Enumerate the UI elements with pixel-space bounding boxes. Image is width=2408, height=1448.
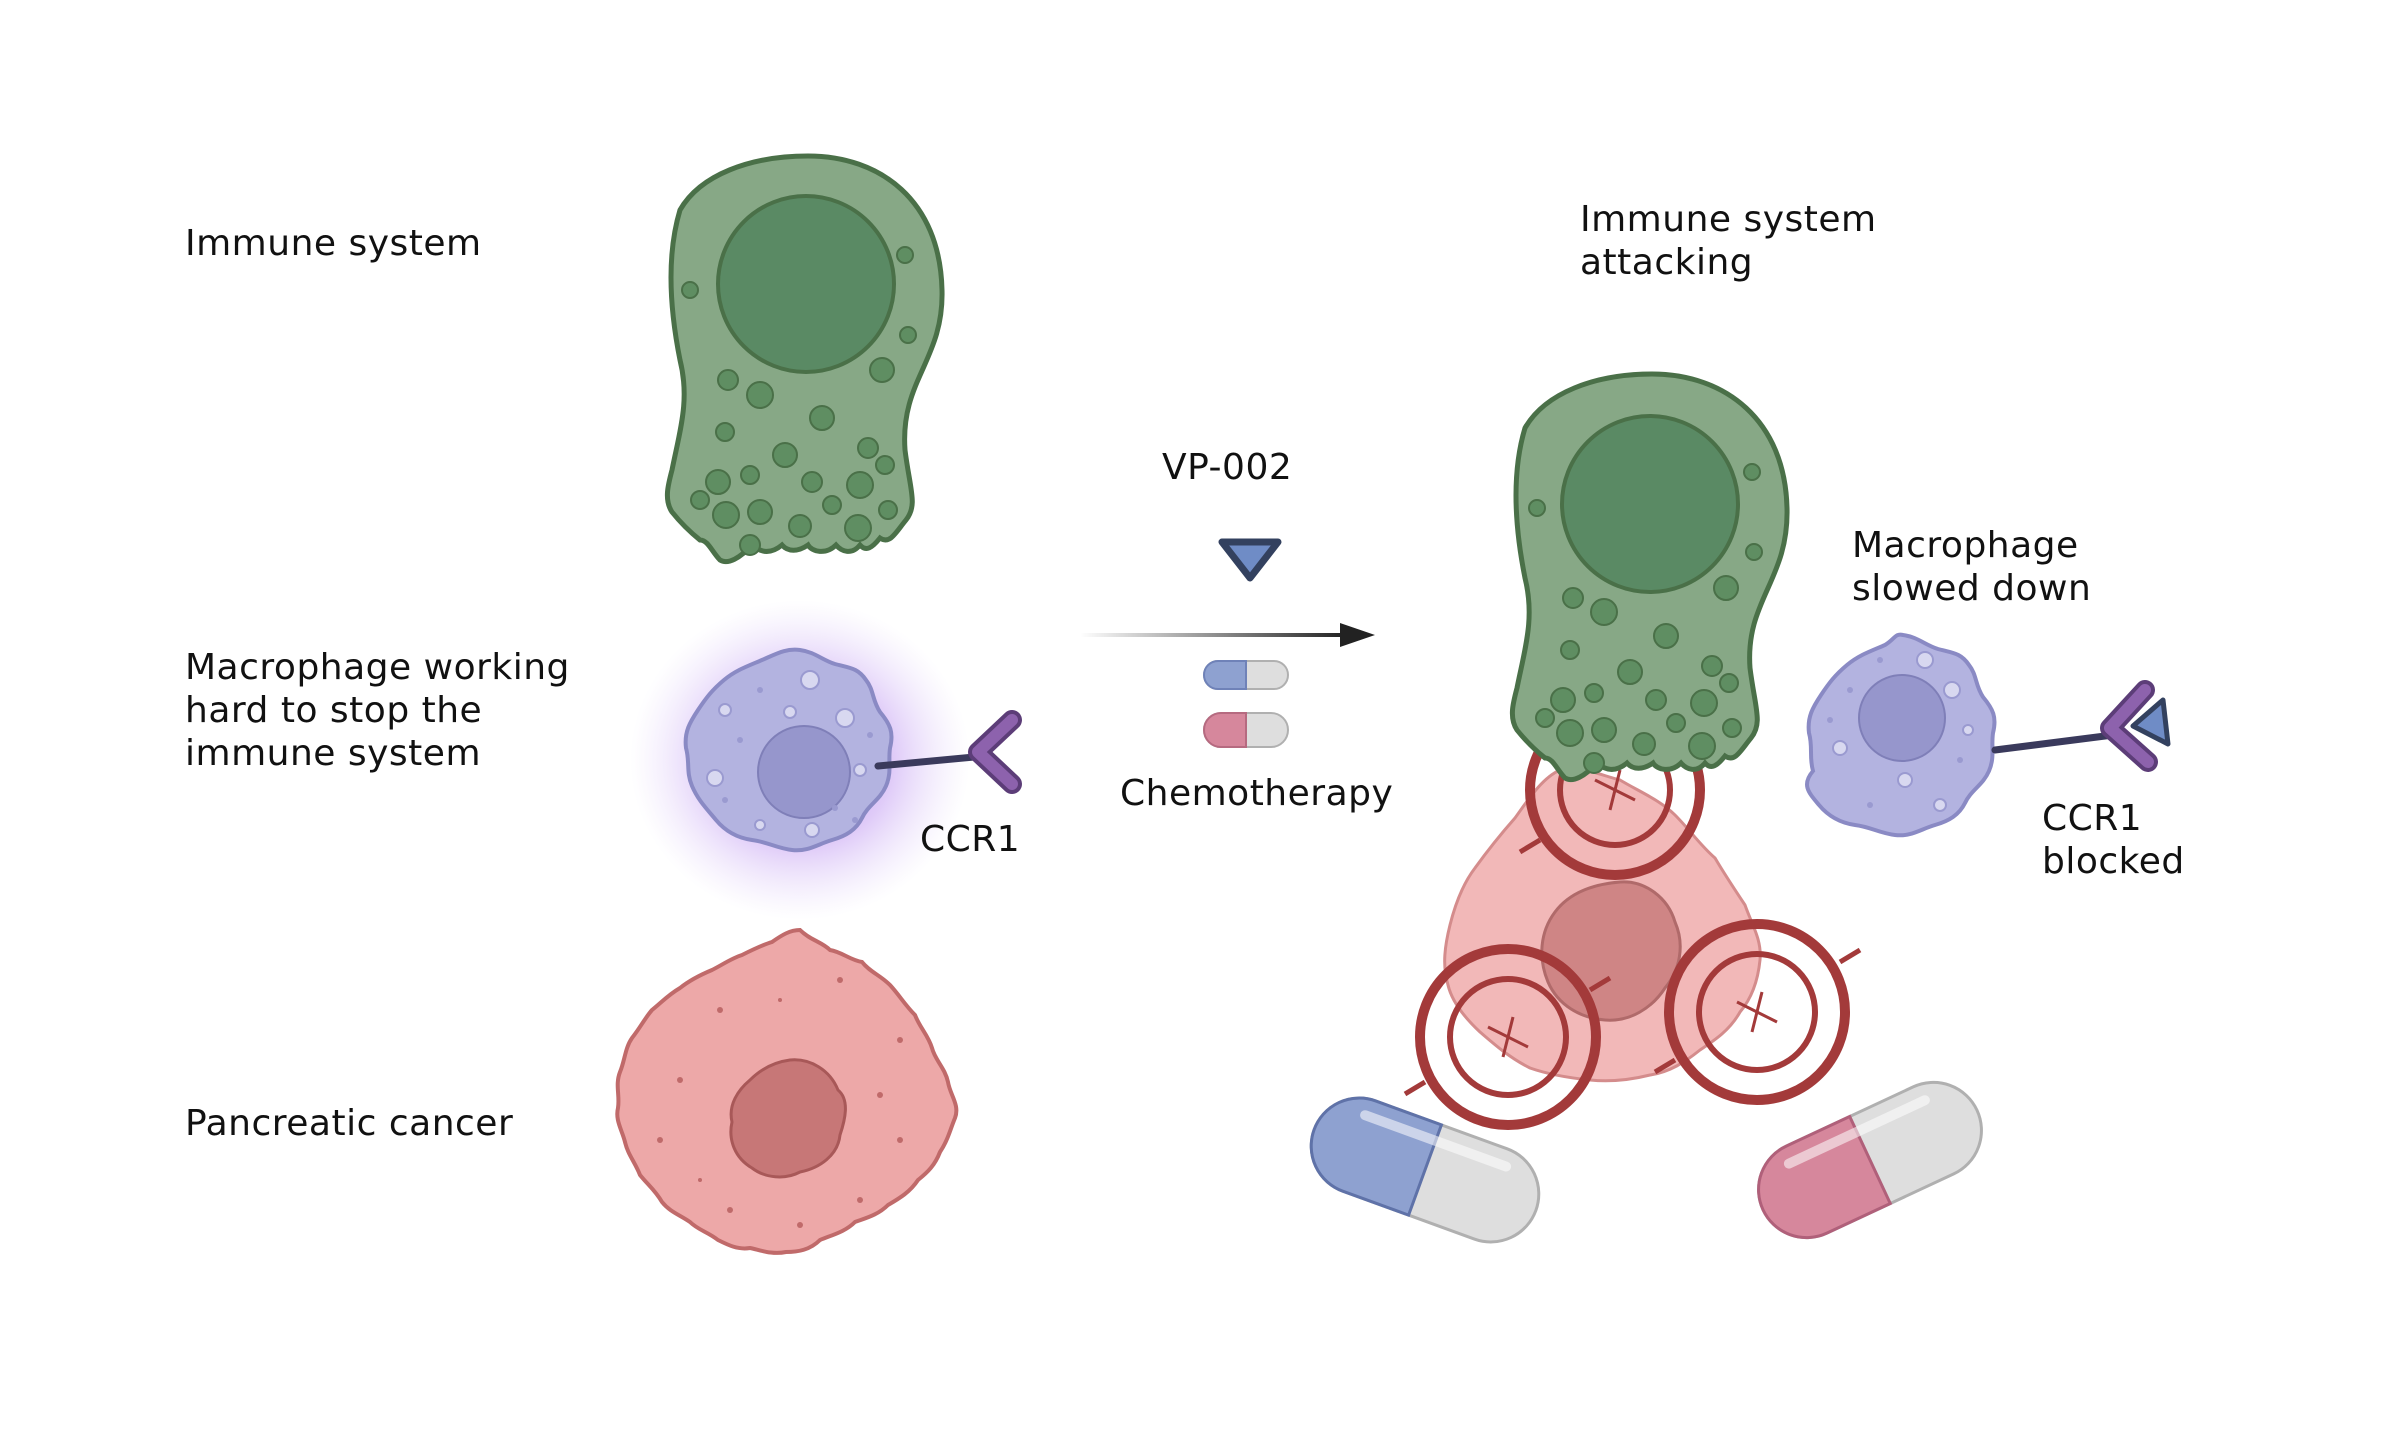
cancer-cell-right	[1443, 767, 1762, 1083]
chemo-pill-pink-large	[1757, 1080, 1983, 1240]
immune-cell-right	[1509, 371, 1790, 783]
immune-cell-left	[664, 153, 945, 565]
macrophage-left	[630, 600, 970, 920]
label-pancreatic-cancer: Pancreatic cancer	[185, 1103, 514, 1144]
chemo-pill-pink-small	[1203, 712, 1289, 748]
label-macrophage-working: Macrophage working hard to stop the immu…	[185, 647, 570, 774]
target-reticle-left	[1403, 944, 1612, 1130]
chemo-pill-blue-large	[1309, 1096, 1541, 1244]
label-immune-system: Immune system	[185, 223, 482, 264]
ccr1-receptor-blocked	[1991, 680, 2171, 772]
label-ccr1: CCR1	[920, 819, 1021, 860]
ccr1-receptor-left	[874, 710, 1022, 794]
vp002-drug-triangle	[1218, 538, 1282, 582]
chemo-pill-blue-small	[1203, 660, 1289, 690]
macrophage-right	[1805, 632, 1997, 838]
process-arrow	[1080, 623, 1375, 647]
label-macrophage-slowed: Macrophage slowed down	[1852, 525, 2092, 609]
target-reticle-right	[1653, 919, 1862, 1105]
label-vp002: VP-002	[1162, 447, 1293, 488]
label-ccr1-blocked: CCR1 blocked	[2042, 798, 2185, 882]
label-chemotherapy: Chemotherapy	[1120, 773, 1394, 814]
cancer-cell-left	[615, 927, 959, 1255]
label-immune-attacking: Immune system attacking	[1580, 199, 1877, 283]
